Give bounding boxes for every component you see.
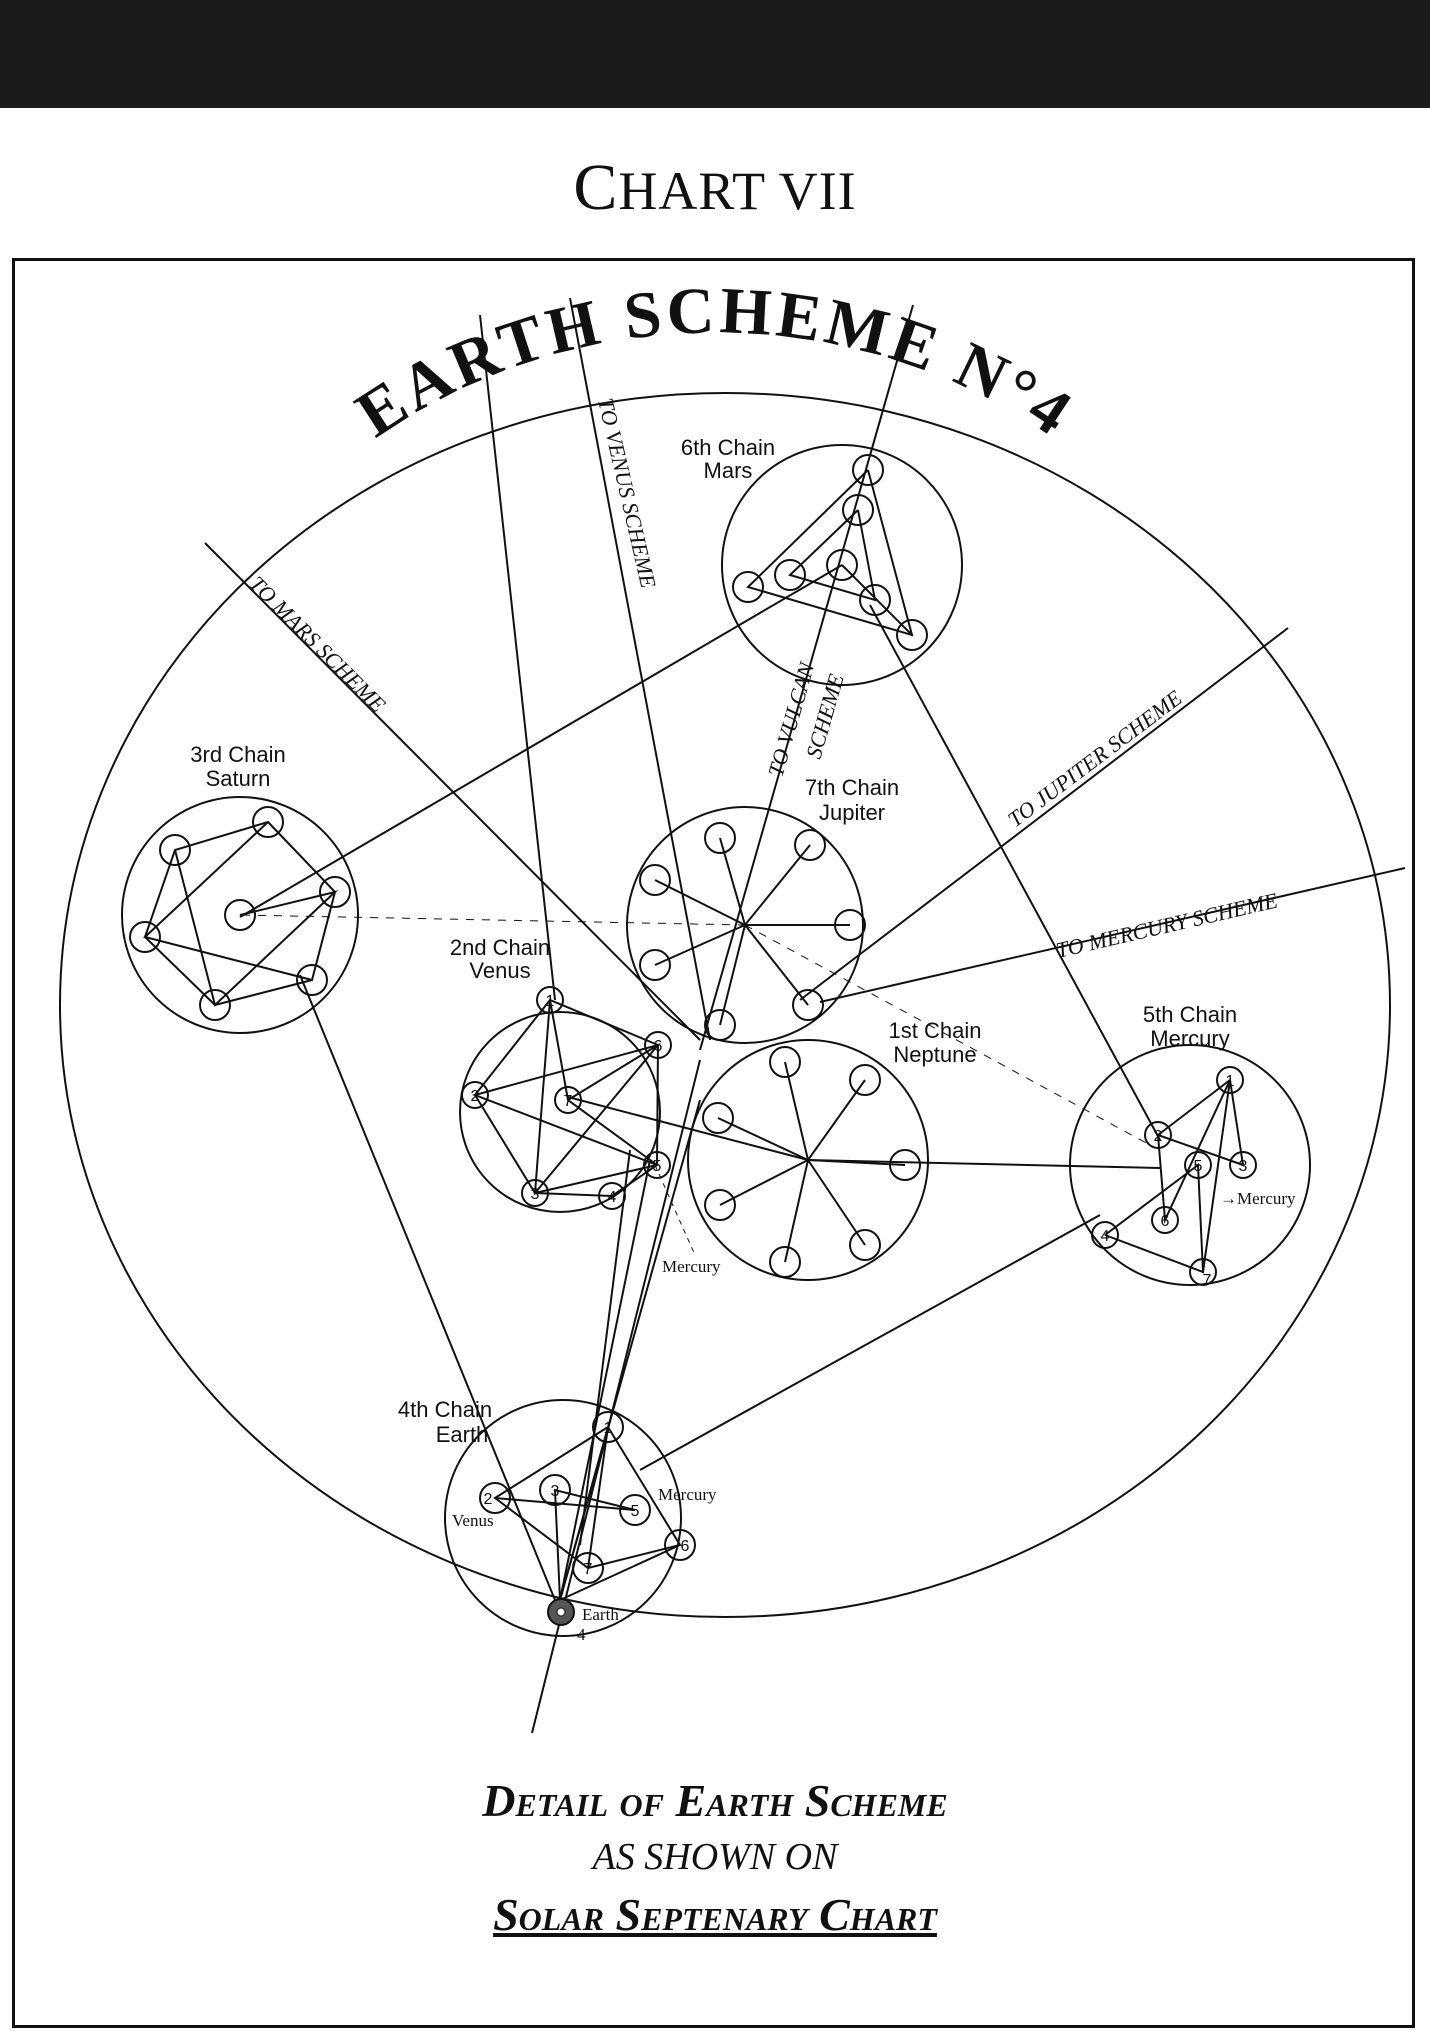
label-venus-earth-chain: Venus [452,1511,494,1530]
globe-number: 6 [1161,1213,1170,1230]
chain-label-mars-2: Mars [704,458,753,483]
globe-number: 5 [631,1503,640,1520]
outer-scheme-circle [59,392,1391,1618]
chain-label-mars-1: 6th Chain [681,435,775,460]
line-venus-earth-b [579,1149,631,1546]
globe-number: 6 [654,1038,663,1055]
globe-number: 4 [608,1189,617,1206]
label-to-mercury-scheme: TO MERCURY SCHEME [1054,887,1281,962]
chain-label-mercury-1: 5th Chain [1143,1002,1237,1027]
label-mercury-venus-chain: Mercury [662,1257,721,1276]
page-title: CHART VII [0,150,1430,226]
chain-jupiter [626,806,866,1044]
globe-number: 5 [1194,1158,1203,1175]
label-earth-number: 4 [577,1625,586,1644]
title-rest: HART VII [618,161,857,221]
globe-number: 3 [531,1186,540,1203]
line-mars-mercury [869,604,1161,1141]
chain-mars [721,444,963,686]
globe-number: 1 [546,993,555,1010]
globe-number: 7 [1203,1272,1212,1289]
caption-line-3: Solar Septenary Chart [493,1889,937,1940]
line-saturn-earth [299,974,556,1601]
dashed-saturn-jupiter [241,914,746,926]
line-to-mercury-scheme [819,867,1406,1003]
earth-globe-center [556,1607,566,1617]
chain-label-jupiter-1: 7th Chain [805,775,899,800]
diagram-frame [12,258,1415,2028]
chain-earth [444,1399,696,1637]
chain-label-earth-2: Earth [436,1422,489,1447]
label-to-mars-scheme: TO MARS SCHEME [244,571,391,718]
globe-number: 6 [681,1538,690,1555]
chain-label-saturn-1: 3rd Chain [190,742,285,767]
chain-label-earth-1: 4th Chain [398,1397,492,1422]
chain-label-neptune-1: 1st Chain [889,1018,982,1043]
label-earth-globe: Earth [582,1605,619,1624]
chain-label-jupiter-2: Jupiter [819,800,885,825]
globe-number: 3 [1239,1158,1248,1175]
line-mars-saturn [239,564,843,918]
globe-number: 2 [1154,1128,1163,1145]
caption: Detail of Earth Scheme AS SHOWN ON Solar… [0,1770,1430,1948]
globe-number: 4 [1101,1228,1110,1245]
line-venus-earth-a [559,1159,651,1601]
globe-number: 7 [584,1561,593,1578]
chain-label-saturn-2: Saturn [206,766,271,791]
chain-venus [459,986,672,1213]
globe-number: 5 [653,1158,662,1175]
line-neptune-mercury [807,1159,1161,1169]
globe-number: 2 [484,1491,493,1508]
caption-line-2: AS SHOWN ON [592,1836,838,1878]
line-to-jupiter-scheme [799,627,1289,1001]
globe-number: 1 [1226,1073,1235,1090]
line-to-venus-scheme-b [569,297,711,1041]
chain-mercury [1069,1044,1311,1286]
scheme-heading: EARTH SCHEME N°4 [344,274,1087,451]
caption-line-1: Detail of Earth Scheme [482,1775,948,1826]
chain-label-neptune-2: Neptune [893,1042,976,1067]
line-earth-mercury [639,1214,1101,1471]
globe-number: 7 [564,1093,573,1110]
label-to-jupiter-scheme: TO JUPITER SCHEME [1003,685,1187,832]
globe-number: 1 [604,1420,613,1437]
globe-number: 2 [471,1088,480,1105]
chain-label-venus-2: Venus [469,958,530,983]
chain-label-venus-1: 2nd Chain [450,935,550,960]
line-to-vulcan-scheme [699,304,914,1051]
label-mercury-mercury-chain: →Mercury [1220,1189,1296,1208]
scheme-heading-text: EARTH SCHEME N°4 [344,274,1083,451]
dashed-jupiter-mercury [744,924,1151,1146]
line-to-mars-scheme [204,542,701,1041]
chain-label-mercury-2: Mercury [1150,1026,1229,1051]
title-initial: C [573,151,619,224]
top-bar [0,0,1430,108]
chain-saturn [121,796,359,1034]
chain-neptune [687,1039,929,1281]
globe-number: 3 [551,1483,560,1500]
line-to-venus-scheme-a [479,314,556,1001]
label-mercury-earth-chain: Mercury [658,1485,717,1504]
dashed-venus-mercury [654,1164,696,1256]
label-to-venus-scheme: TO VENUS SCHEME [593,396,661,591]
line-venus-neptune [567,1096,809,1161]
